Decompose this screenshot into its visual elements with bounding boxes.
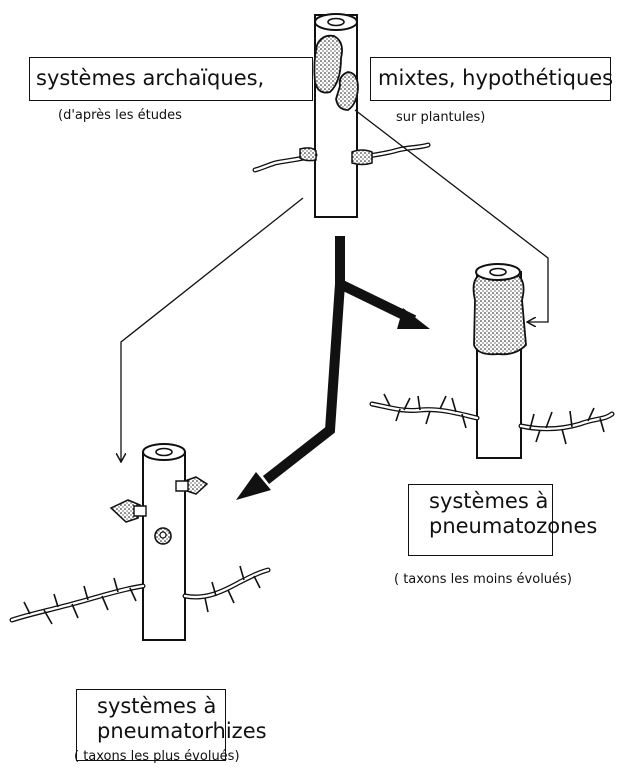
- caption-studies-left: (d'après les études: [58, 108, 182, 123]
- right-roots: [369, 393, 615, 445]
- caption-most-evolved: ( taxons les plus évolués): [74, 749, 240, 764]
- pneumatorhize-front: [154, 527, 172, 545]
- pneumatorhize-left: [109, 499, 147, 523]
- pneumatorhize-upper-right: [175, 476, 209, 495]
- pneumatorhizes-title-line1: systèmes à: [97, 694, 217, 718]
- caption-studies-right: sur plantules): [396, 110, 486, 125]
- top-root-right: [351, 142, 431, 166]
- top-lenticel-patch-upper: [313, 34, 343, 94]
- pneumatozones-title-line1: systèmes à: [429, 489, 549, 513]
- label-box-pneumatozones: systèmes à pneumatozones: [408, 484, 598, 556]
- archaic-systems-title: systèmes archaïques,: [36, 66, 265, 90]
- mixed-hypothetical-title: mixtes, hypothétiques: [378, 66, 614, 90]
- connector-line-to-pneumatozones: [354, 109, 549, 322]
- connector-line-to-pneumatorhizes: [121, 197, 304, 462]
- left-roots: [9, 565, 271, 625]
- top-root-left: [252, 147, 318, 173]
- label-box-mixed-hypothetical: mixtes, hypothétiques: [370, 57, 614, 101]
- label-box-pneumatorhizes: systèmes à pneumatorhizes: [76, 689, 267, 761]
- evolution-arrow: [236, 236, 430, 500]
- pneumatorhizes-title-line2: pneumatorhizes: [97, 719, 267, 744]
- label-box-archaic-systems: systèmes archaïques,: [29, 57, 313, 101]
- caption-less-evolved: ( taxons les moins évolués): [394, 572, 572, 587]
- top-lenticel-patch-lower: [335, 71, 359, 111]
- pneumatozones-title-line2: pneumatozones: [429, 514, 598, 539]
- right-stem: [472, 263, 527, 459]
